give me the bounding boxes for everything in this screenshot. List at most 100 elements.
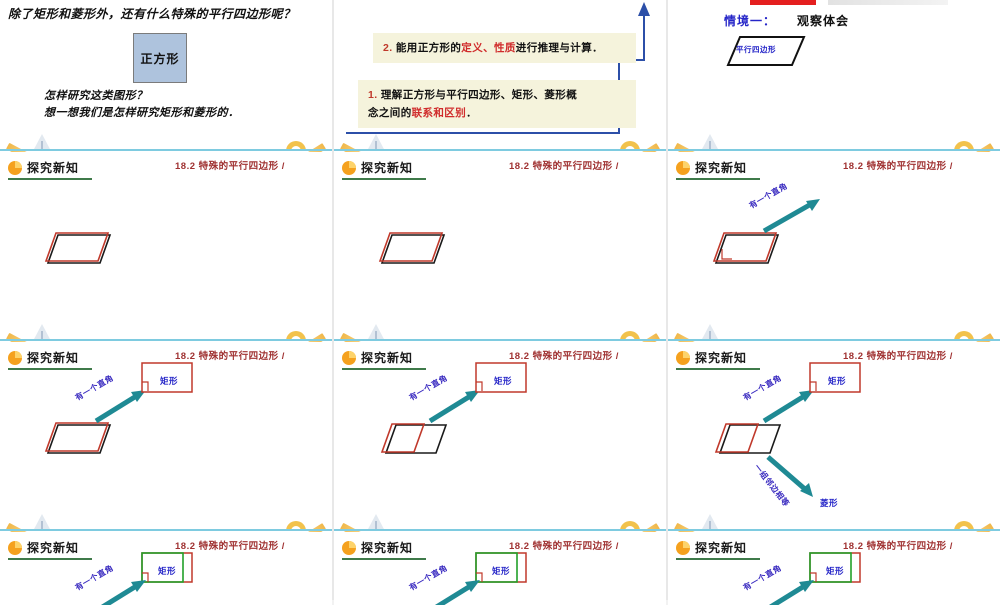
section-underline xyxy=(342,558,426,560)
section-header-label: 探究新知 xyxy=(27,351,80,365)
explore-icon xyxy=(676,161,690,175)
section-header: 探究新知 xyxy=(342,541,413,555)
explore-icon xyxy=(676,351,690,365)
explore-icon xyxy=(342,541,356,555)
section-header-label: 探究新知 xyxy=(695,161,748,175)
slide-step1c[interactable]: 探究新知 18.2 特殊的平行四边形 / 有一个直角 xyxy=(668,155,1000,345)
slide-step3c[interactable]: 探究新知 18.2 特殊的平行四边形 / 有一个直角 矩形 xyxy=(668,535,1000,605)
section-header-label: 探究新知 xyxy=(27,161,80,175)
shape-canvas xyxy=(44,232,112,264)
lesson-title: 18.2 特殊的平行四边形 / xyxy=(509,541,619,552)
goal-item-1: 1. 理解正方形与平行四边形、矩形、菱形概 念之间的联系和区别． xyxy=(358,80,636,128)
lesson-title: 18.2 特殊的平行四边形 / xyxy=(843,161,953,172)
pencil-icon xyxy=(301,143,326,155)
goal-2-number: 2. xyxy=(383,42,393,54)
shape-canvas xyxy=(380,362,527,454)
section-header: 探究新知 xyxy=(8,161,79,175)
shape-canvas xyxy=(100,552,193,605)
title-banner-text-faint xyxy=(828,0,948,5)
goal-1-highlight: 联系和区别 xyxy=(411,107,467,119)
explore-icon xyxy=(342,161,356,175)
shape-canvas xyxy=(434,552,527,605)
slide-footer xyxy=(668,133,1000,155)
explore-icon xyxy=(8,351,22,365)
section-header: 探究新知 xyxy=(8,541,79,555)
section-header: 探究新知 xyxy=(676,161,747,175)
label-rhombus: 菱形 xyxy=(820,498,839,508)
section-header: 探究新知 xyxy=(8,351,79,365)
slide-scene[interactable]: 情境一： 观察体会 平行四边形 xyxy=(668,0,1000,155)
triangle-ruler-icon xyxy=(701,134,719,151)
slide-step1a[interactable]: 探究新知 18.2 特殊的平行四边形 / xyxy=(0,155,332,345)
goal-1-text-a: 理解正方形与平行四边形、矩形、菱形概 xyxy=(380,89,578,101)
scene-value: 观察体会 xyxy=(797,14,850,28)
explore-icon xyxy=(8,161,22,175)
section-underline xyxy=(676,178,760,180)
slide-step1b[interactable]: 探究新知 18.2 特殊的平行四边形 / xyxy=(334,155,666,345)
shape-canvas xyxy=(714,362,861,497)
slide-step3a[interactable]: 探究新知 18.2 特殊的平行四边形 / 有一个直角 矩形 xyxy=(0,535,332,605)
lesson-title: 18.2 特殊的平行四边形 / xyxy=(175,541,285,552)
section-header-label: 探究新知 xyxy=(361,541,414,555)
explore-icon xyxy=(342,351,356,365)
intro-subtext: 怎样研究这类图形？ 想一想我们是怎样研究矩形和菱形的． xyxy=(44,88,240,122)
goal-2-highlight: 定义、性质 xyxy=(461,42,516,54)
section-underline xyxy=(8,178,92,180)
slide-step2b[interactable]: 探究新知 18.2 特殊的平行四边形 / 有一个直角 矩形 xyxy=(334,345,666,535)
title-banner xyxy=(750,0,816,5)
goal-1-number: 1. xyxy=(368,89,378,101)
goal-item-2: 2. 能用正方形的定义、性质进行推理与计算． xyxy=(373,33,636,63)
parallelogram-label: 平行四边形 xyxy=(736,45,776,54)
section-underline xyxy=(342,368,426,370)
goal-1-text-c: ． xyxy=(466,107,478,119)
lesson-title: 18.2 特殊的平行四边形 / xyxy=(509,161,619,172)
intro-subtext-line2: 想一想我们是怎样研究矩形和菱形的． xyxy=(44,107,240,119)
section-underline xyxy=(342,178,426,180)
shape-canvas xyxy=(768,552,861,605)
square-concept-box: 正方形 xyxy=(133,33,187,83)
slide-intro[interactable]: 除了矩形和菱形外，还有什么特殊的平行四边形呢？ 正方形 怎样研究这类图形？ 想一… xyxy=(0,0,332,155)
pencil-icon xyxy=(6,142,33,155)
lesson-title: 18.2 特殊的平行四边形 / xyxy=(175,161,285,172)
lesson-title: 18.2 特殊的平行四边形 / xyxy=(175,351,285,362)
section-header-label: 探究新知 xyxy=(695,541,748,555)
slide-goals[interactable]: 2. 能用正方形的定义、性质进行推理与计算． 1. 理解正方形与平行四边形、矩形… xyxy=(334,0,666,155)
label-rectangle: 矩形 xyxy=(160,376,179,386)
footer-divider xyxy=(0,149,332,151)
slide-footer xyxy=(0,133,332,155)
section-header: 探究新知 xyxy=(676,541,747,555)
protractor-icon xyxy=(286,141,306,151)
shape-canvas xyxy=(712,199,820,264)
shape-canvas xyxy=(378,232,446,264)
section-underline xyxy=(8,368,92,370)
intro-question: 除了矩形和菱形外，还有什么特殊的平行四边形呢？ xyxy=(8,7,296,21)
section-header: 探究新知 xyxy=(342,161,413,175)
label-rectangle: 矩形 xyxy=(492,566,511,576)
intro-subtext-line1: 怎样研究这类图形？ xyxy=(44,90,148,102)
slide-step2a[interactable]: 探究新知 18.2 特殊的平行四边形 / 有一个直角 矩形 xyxy=(0,345,332,535)
label-rectangle: 矩形 xyxy=(158,566,177,576)
section-underline xyxy=(676,558,760,560)
lesson-title: 18.2 特殊的平行四边形 / xyxy=(843,351,953,362)
section-header-label: 探究新知 xyxy=(361,161,414,175)
section-header: 探究新知 xyxy=(342,351,413,365)
shape-canvas xyxy=(44,362,193,454)
section-header: 探究新知 xyxy=(676,351,747,365)
slide-step2c[interactable]: 探究新知 18.2 特殊的平行四边形 / 有一个直角 矩形 一组邻边相等 菱形 xyxy=(668,345,1000,535)
protractor-icon xyxy=(954,141,974,151)
slide-step3b[interactable]: 探究新知 18.2 特殊的平行四边形 / 有一个直角 矩形 xyxy=(334,535,666,605)
section-header-label: 探究新知 xyxy=(27,541,80,555)
label-rectangle: 矩形 xyxy=(826,566,845,576)
goal-flow-arrow xyxy=(346,2,650,134)
section-underline xyxy=(676,368,760,370)
section-underline xyxy=(8,558,92,560)
goal-2-text-b: 进行推理与计算． xyxy=(515,42,603,54)
goal-1-text-b: 念之间的 xyxy=(368,107,412,119)
goal-2-text-a: 能用正方形的 xyxy=(395,42,462,54)
section-header-label: 探究新知 xyxy=(695,351,748,365)
section-header-label: 探究新知 xyxy=(361,351,414,365)
pencil-icon xyxy=(674,142,701,155)
triangle-ruler-icon xyxy=(33,134,51,151)
label-rectangle: 矩形 xyxy=(828,376,847,386)
